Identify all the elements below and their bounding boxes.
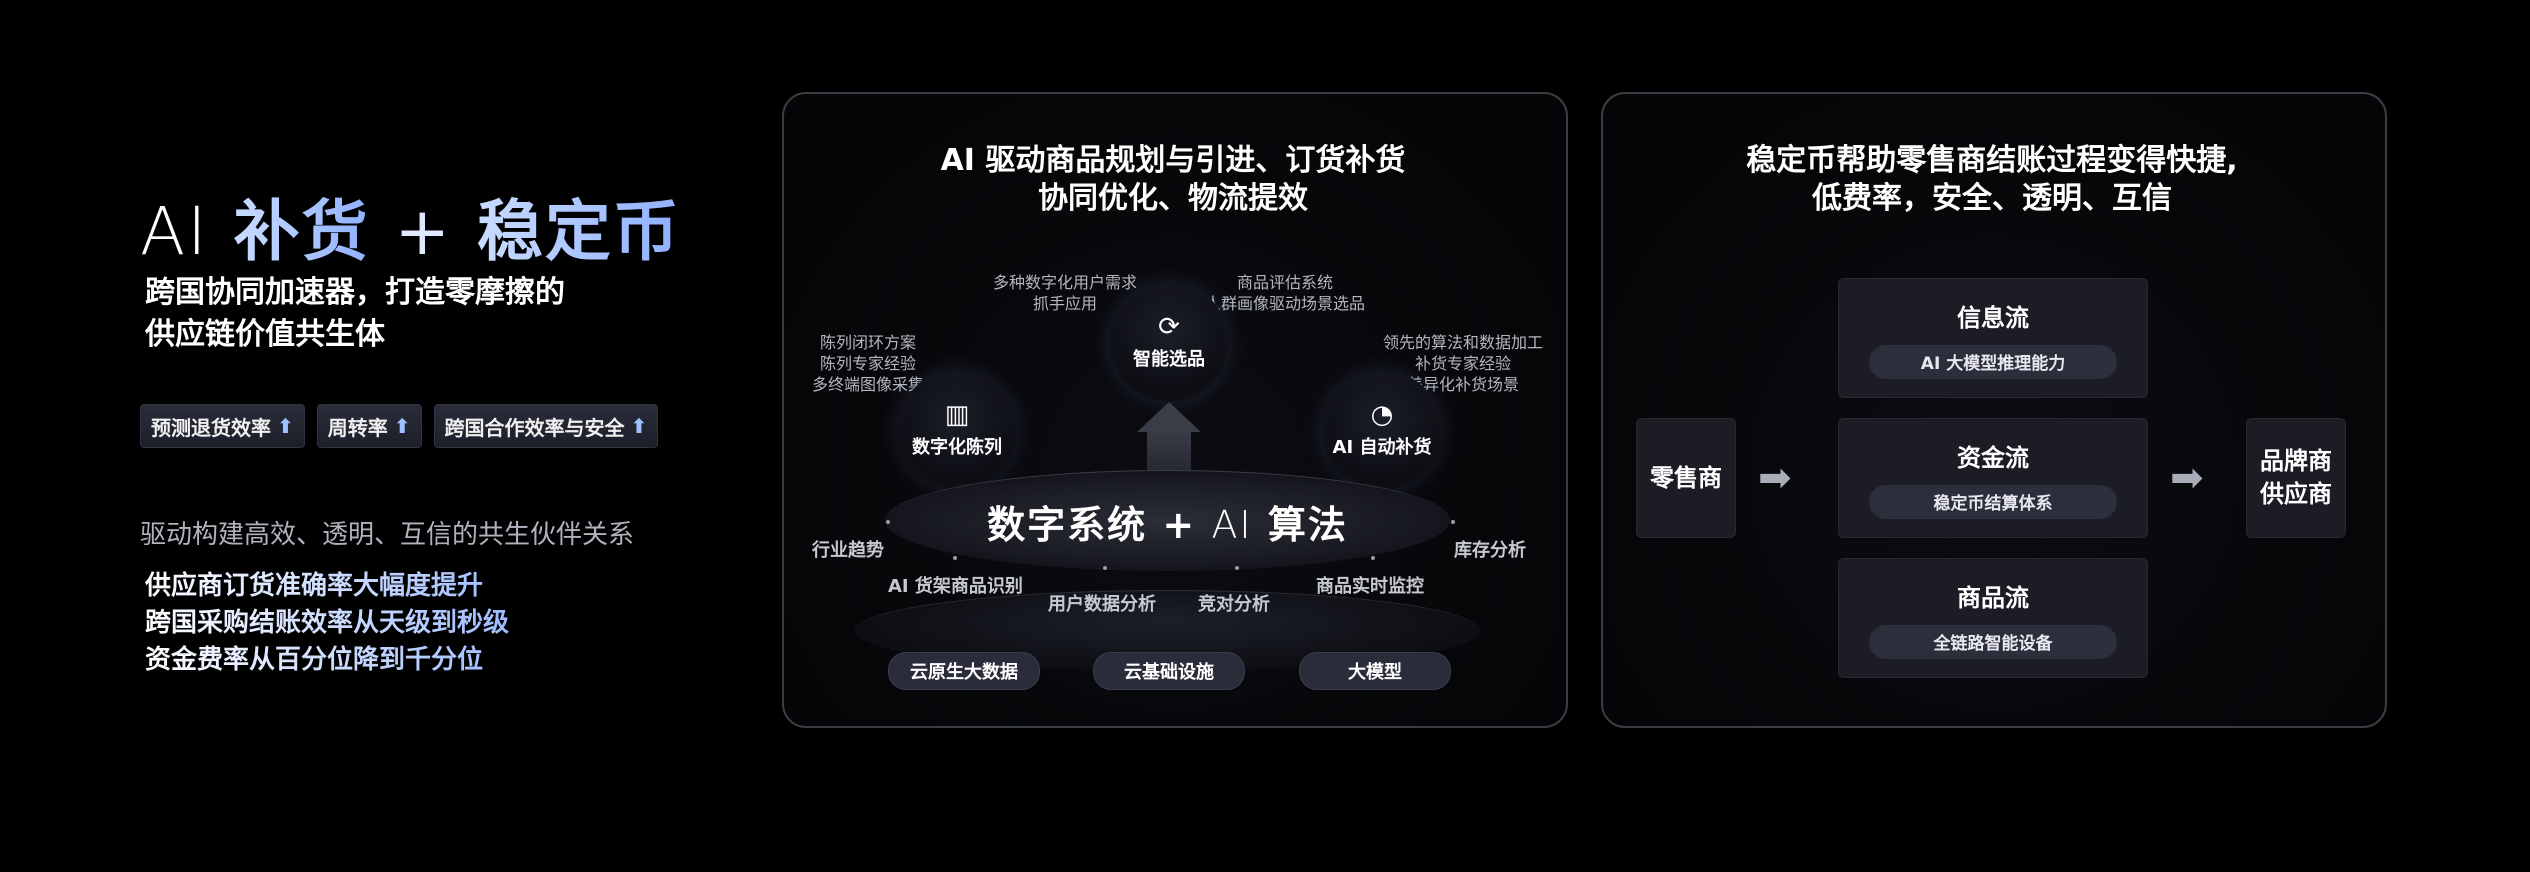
core-label-plus: + (1162, 503, 1197, 547)
label-realtime-monitor: 商品实时监控 (1316, 576, 1424, 597)
node-label: 智能选品 (1133, 349, 1205, 370)
dot-marker (886, 520, 890, 524)
arrow-right-icon: ➡ (1758, 455, 1792, 501)
hero-title-plus: + (394, 193, 452, 270)
infra-pill: 云原生大数据 (888, 652, 1040, 690)
dot-marker (1235, 566, 1239, 570)
dot-marker (1371, 556, 1375, 560)
arrow-up-icon: ⬆ (393, 414, 411, 438)
stablecoin-panel-title: 稳定币帮助零售商结账过程变得快捷, 低费率，安全、透明、互信 (1601, 142, 2383, 218)
supplier-label-line2: 供应商 (2260, 480, 2332, 508)
ai-panel-title-line1: AI 驱动商品规划与引进、订货补货 (940, 143, 1406, 178)
hero-title-stablecoin: 稳定币 (476, 193, 681, 270)
node-label: AI 自动补货 (1332, 437, 1432, 458)
note-line: 陈列闭环方案 (819, 333, 916, 352)
note-line: 商品评估系统 (1236, 273, 1333, 292)
stablecoin-title-line2: 低费率，安全、透明、互信 (1812, 181, 2172, 216)
arrow-right-icon: ➡ (2170, 455, 2204, 501)
note-line: 多终端图像采集 (811, 375, 924, 394)
retailer-box: 零售商 (1636, 418, 1736, 538)
flow-title: 信息流 (1957, 303, 2029, 332)
hero-title-replenish: 补货 (233, 193, 370, 270)
node-label: 数字化陈列 (912, 437, 1002, 458)
metric-tags: 预测退货效率 ⬆ 周转率 ⬆ 跨国合作效率与安全 ⬆ (140, 404, 659, 448)
flow-pill: 稳定币结算体系 (1869, 484, 2117, 519)
arrow-up-icon: ⬆ (277, 414, 294, 438)
note-line: 补货专家经验 (1414, 354, 1511, 373)
infra-pill: 云基础设施 (1093, 652, 1245, 690)
digital-display-node: ▥ 数字化陈列 (897, 370, 1017, 490)
flow-title: 商品流 (1957, 583, 2029, 612)
flow-pill: AI 大模型推理能力 (1869, 344, 2117, 379)
display-notes: 陈列闭环方案 陈列专家经验 多终端图像采集 (808, 332, 928, 395)
smart-selection-node: ⟳ 智能选品 (1109, 282, 1229, 402)
metric-tag: 周转率 ⬆ (316, 404, 422, 448)
hero-subtitle-line1: 跨国协同加速器，打造零摩擦的 (145, 275, 565, 310)
flow-title: 资金流 (1957, 443, 2029, 472)
tagline: 驱动构建高效、透明、互信的共生伙伴关系 (140, 520, 635, 550)
upward-arrow-icon (1137, 402, 1201, 432)
note-line: 抓手应用 (1032, 294, 1097, 313)
goods-flow-box: 商品流 全链路智能设备 (1838, 558, 2148, 678)
core-label-system: 数字系统 (987, 503, 1148, 547)
dot-marker (953, 556, 957, 560)
capital-flow-box: 资金流 稳定币结算体系 (1838, 418, 2148, 538)
core-label-algorithm: 算法 (1267, 503, 1348, 547)
select-notes-right: 商品评估系统 人群画像驱动场景选品 (1200, 272, 1370, 314)
label-industry-trend: 行业趋势 (812, 540, 884, 561)
hero-subtitle-line2: 供应链价值共生体 (145, 317, 385, 352)
label-competitor: 竞对分析 (1198, 594, 1270, 615)
info-flow-box: 信息流 AI 大模型推理能力 (1838, 278, 2148, 398)
label-shelf-recognition: AI 货架商品识别 (888, 576, 1023, 597)
auto-replenish-node: ◔ AI 自动补货 (1322, 370, 1442, 490)
infra-pill: 大模型 (1299, 652, 1451, 690)
supplier-label-line1: 品牌商 (2260, 447, 2332, 475)
benefit-list: 供应商订货准确率大幅度提升 跨国采购结账效率从天级到秒级 资金费率从百分位降到千… (145, 568, 509, 679)
note-line: 多种数字化用户需求 (992, 273, 1137, 292)
benefit-item: 跨国采购结账效率从天级到秒级 (145, 605, 509, 642)
dot-marker (1103, 566, 1107, 570)
benefit-item: 供应商订货准确率大幅度提升 (145, 568, 509, 605)
ai-panel-title: AI 驱动商品规划与引进、订货补货 协同优化、物流提效 (782, 142, 1564, 218)
note-line: 陈列专家经验 (819, 354, 916, 373)
core-ellipse (885, 470, 1450, 571)
label-inventory: 库存分析 (1454, 540, 1526, 561)
retailer-label: 零售商 (1650, 463, 1722, 492)
bar-chart-icon: ▥ (944, 400, 970, 430)
stablecoin-title-line1: 稳定币帮助零售商结账过程变得快捷, (1746, 143, 2238, 178)
supplier-box: 品牌商 供应商 (2246, 418, 2346, 538)
metric-tag: 跨国合作效率与安全 ⬆ (433, 404, 659, 448)
arrow-up-icon: ⬆ (630, 414, 648, 438)
metric-tag: 预测退货效率 ⬆ (140, 404, 305, 448)
gauge-icon: ◔ (1370, 400, 1394, 430)
note-line: 差异化补货场景 (1406, 375, 1519, 394)
hero-title-ai: AI (140, 193, 209, 270)
metric-tag-label: 预测退货效率 (151, 415, 271, 440)
select-notes-left: 多种数字化用户需求 抓手应用 (985, 272, 1145, 314)
hero-title: AI 补货 + 稳定币 (140, 178, 681, 274)
hero-subtitle: 跨国协同加速器，打造零摩擦的 供应链价值共生体 (145, 272, 665, 356)
core-system-label: 数字系统 + AI 算法 (885, 494, 1450, 549)
note-line: 领先的算法和数据加工 (1382, 333, 1543, 352)
refresh-icon: ⟳ (1158, 312, 1180, 342)
note-line: 人群画像驱动场景选品 (1204, 294, 1365, 313)
metric-tag-label: 跨国合作效率与安全 (444, 415, 625, 440)
metric-tag-label: 周转率 (327, 415, 388, 440)
flow-pill: 全链路智能设备 (1869, 624, 2117, 659)
replenish-notes: 领先的算法和数据加工 补货专家经验 差异化补货场景 (1378, 332, 1548, 395)
label-user-data: 用户数据分析 (1048, 594, 1156, 615)
benefit-item: 资金费率从百分位降到千分位 (145, 642, 509, 679)
dot-marker (1451, 520, 1455, 524)
ai-panel-title-line2: 协同优化、物流提效 (1038, 181, 1308, 216)
core-label-ai: AI (1211, 503, 1253, 547)
